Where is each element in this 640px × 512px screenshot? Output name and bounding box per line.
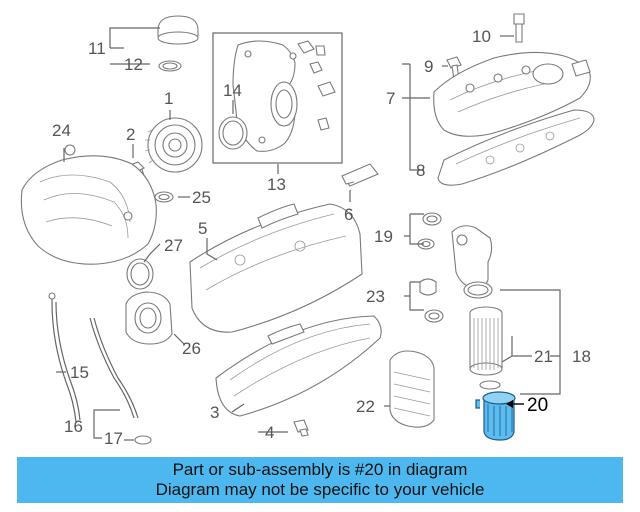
callout-7: 7: [386, 89, 395, 108]
callout-8: 8: [416, 161, 425, 180]
callout-labels: 11 12 1 2 25 14 13 6 10 9 7 8 24 27 5 26…: [52, 27, 591, 448]
part-seals-19: [417, 212, 442, 250]
callout-20-arrow: [506, 400, 524, 408]
part-intake-manifold: [20, 144, 157, 265]
callout-5: 5: [198, 219, 207, 238]
callout-12: 12: [124, 55, 143, 74]
callout-27: 27: [164, 236, 183, 255]
part-sensor-10: [513, 13, 525, 43]
part-dipstick-guide: [89, 317, 139, 419]
callout-21: 21: [534, 347, 553, 366]
callout-1: 1: [164, 89, 173, 108]
part-valve-cover: [433, 51, 591, 137]
callout-25: 25: [192, 188, 211, 207]
banner-line-2: Diagram may not be specific to your vehi…: [155, 480, 485, 499]
part-sensor-6: [341, 163, 379, 187]
part-oil-cooler: [389, 350, 435, 428]
callout-13: 13: [267, 175, 286, 194]
part-upper-oil-pan: [189, 203, 363, 333]
part-valve-cover-gasket: [437, 109, 595, 186]
callout-14: 14: [223, 81, 242, 100]
part-pulley: [144, 117, 203, 173]
banner-line-1: Part or sub-assembly is #20 in diagram: [172, 460, 468, 479]
part-oil-filter-housing: [451, 225, 493, 299]
callout-15: 15: [70, 363, 89, 382]
callout-3: 3: [210, 403, 219, 422]
callout-23: 23: [366, 287, 385, 306]
part-oil-filler-cap: [157, 15, 199, 72]
part-lower-oil-pan: [215, 315, 382, 417]
part-throttle-body: [125, 291, 173, 345]
part-gaskets-23: [419, 278, 444, 323]
part-o-ring-25: [154, 191, 174, 203]
callout-6: 6: [344, 205, 353, 224]
info-banner: Part or sub-assembly is #20 in diagram D…: [17, 457, 623, 503]
part-drain-plug: [293, 419, 309, 437]
part-dipstick-tube: [48, 292, 81, 423]
callout-2: 2: [126, 125, 135, 144]
part-o-ring-17: [134, 435, 152, 445]
callout-17: 17: [104, 429, 123, 448]
callout-16: 16: [64, 417, 83, 436]
part-timing-cover: [212, 32, 343, 164]
callout-18: 18: [572, 347, 591, 366]
callout-20[interactable]: 20: [527, 395, 548, 416]
callout-19: 19: [374, 227, 393, 246]
part-gasket-27: [126, 258, 154, 290]
callout-24: 24: [52, 121, 71, 140]
callout-11: 11: [88, 39, 106, 58]
callout-9: 9: [424, 57, 433, 76]
callout-26: 26: [182, 339, 201, 358]
callout-4: 4: [265, 423, 274, 442]
part-oil-filter-element: [469, 306, 503, 390]
part-20-highlighted[interactable]: [475, 391, 516, 441]
callout-leader-lines: [56, 27, 561, 441]
callout-22: 22: [356, 397, 375, 416]
exploded-parts-diagram: 11 12 1 2 25 14 13 6 10 9 7 8 24 27 5 26…: [20, 13, 595, 448]
callout-10: 10: [472, 27, 491, 46]
